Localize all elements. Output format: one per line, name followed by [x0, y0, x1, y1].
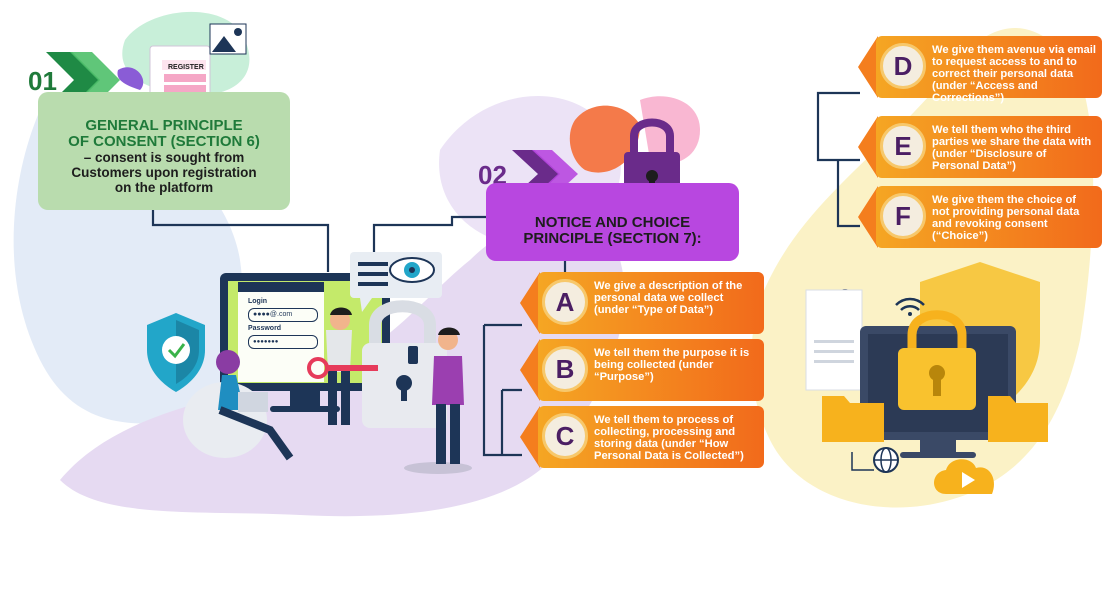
document-illustration	[805, 289, 863, 391]
card-d-letter: D	[880, 43, 926, 89]
person-with-phone-illustration	[404, 327, 472, 474]
card-d-text: We give them avenue via email to request…	[932, 44, 1096, 104]
padlock-grey-illustration	[362, 300, 447, 428]
card-a-text: We give a description of the personal da…	[594, 280, 743, 316]
section1-number: 01	[28, 66, 57, 96]
card-c-text: We tell them to process of collecting, p…	[594, 414, 744, 462]
cloud-play-icon	[934, 459, 995, 494]
card-d: D We give them avenue via email to reque…	[858, 36, 1102, 104]
register-form-illustration	[117, 23, 247, 99]
card-b: B We tell them the purpose it is being c…	[520, 339, 764, 401]
card-b-text: We tell them the purpose it is being col…	[594, 347, 750, 383]
card-c-letter: C	[542, 413, 588, 459]
shield-check-icon	[147, 313, 205, 392]
card-c: C We tell them to process of collecting,…	[520, 406, 764, 468]
section1-box: GENERAL PRINCIPLE OF CONSENT (SECTION 6)…	[38, 92, 290, 210]
section1-body-line1: – consent is sought from	[83, 150, 245, 165]
login-field: ●●●●@.com	[248, 308, 318, 322]
secure-monitor-illustration	[860, 310, 1016, 458]
globe-icon	[873, 447, 899, 473]
section2-box: NOTICE AND CHOICE PRINCIPLE (SECTION 7):	[486, 183, 739, 261]
wifi-icon	[895, 297, 925, 316]
section1-title-line1: GENERAL PRINCIPLE	[85, 117, 243, 134]
folder-left-icon	[822, 396, 884, 442]
person-with-laptop-illustration	[183, 350, 294, 461]
section1-title-line2: OF CONSENT (SECTION 6)	[68, 133, 260, 150]
card-b-letter: B	[542, 346, 588, 392]
section1-body-line2: Customers upon registration	[71, 165, 257, 180]
card-f: F We give them the choice of not providi…	[858, 186, 1102, 248]
card-f-letter: F	[880, 193, 926, 239]
password-field: ●●●●●●●	[248, 335, 318, 349]
section1-body-line3: on the platform	[114, 180, 214, 195]
register-label: REGISTER	[168, 64, 204, 71]
login-label: Login	[248, 298, 268, 305]
card-a-letter: A	[542, 279, 588, 325]
card-e-text: We tell them who the third parties we sh…	[932, 124, 1092, 172]
card-f-text: We give them the choice of not providing…	[932, 194, 1080, 242]
section2-title-line2: PRINCIPLE (SECTION 7):	[523, 230, 702, 247]
folder-right-icon	[988, 396, 1048, 442]
card-a: A We give a description of the personal …	[520, 272, 764, 334]
card-e-letter: E	[880, 123, 926, 169]
eye-bubble-icon	[350, 252, 442, 312]
section2-title-line1: NOTICE AND CHOICE	[534, 214, 691, 231]
person-with-key-illustration	[307, 307, 378, 425]
password-label: Password	[248, 325, 282, 332]
card-e: E We tell them who the third parties we …	[858, 116, 1102, 178]
